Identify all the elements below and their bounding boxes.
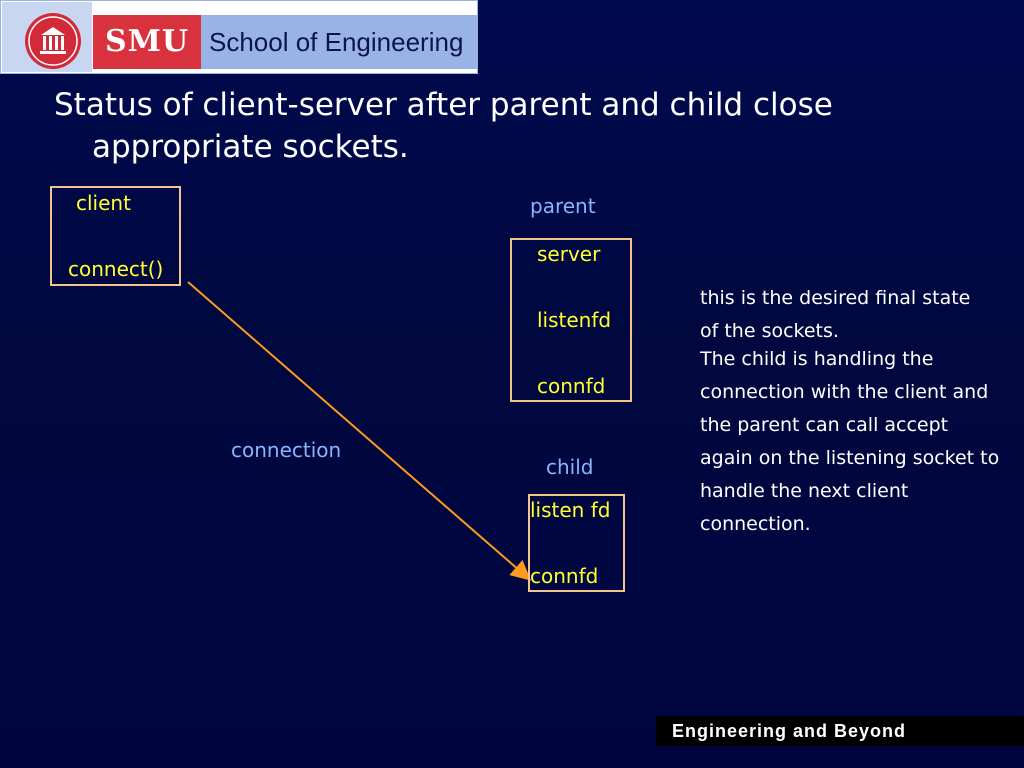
seal-emblem-icon: [28, 16, 78, 66]
parent-server-box: [510, 238, 632, 402]
note-final-state: this is the desired final state of the s…: [700, 287, 971, 342]
footer-tagline: Engineering and Beyond: [656, 716, 1024, 746]
connection-label: connection: [231, 438, 342, 462]
server-label: server: [537, 242, 601, 266]
brand-name: SMU: [93, 15, 201, 69]
parent-label: parent: [530, 194, 596, 218]
client-connect-label: connect(): [68, 257, 164, 281]
note-child-handling: The child is handling the connection wit…: [700, 348, 1000, 535]
client-label: client: [76, 191, 131, 215]
child-listenfd-label: listen fd: [530, 498, 611, 522]
parent-connfd-label: connfd: [537, 374, 606, 398]
smu-seal-icon: [25, 13, 81, 69]
parent-listenfd-label: listenfd: [537, 308, 612, 332]
client-box: [50, 186, 181, 286]
child-box: [528, 494, 625, 592]
child-label: child: [546, 455, 594, 479]
smu-logo: SMU School of Engineering: [0, 0, 478, 74]
connection-line: [187, 281, 532, 581]
slide-title: Status of client-server after parent and…: [54, 87, 833, 165]
school-name: School of Engineering: [201, 15, 477, 69]
child-connfd-label: connfd: [530, 564, 599, 588]
